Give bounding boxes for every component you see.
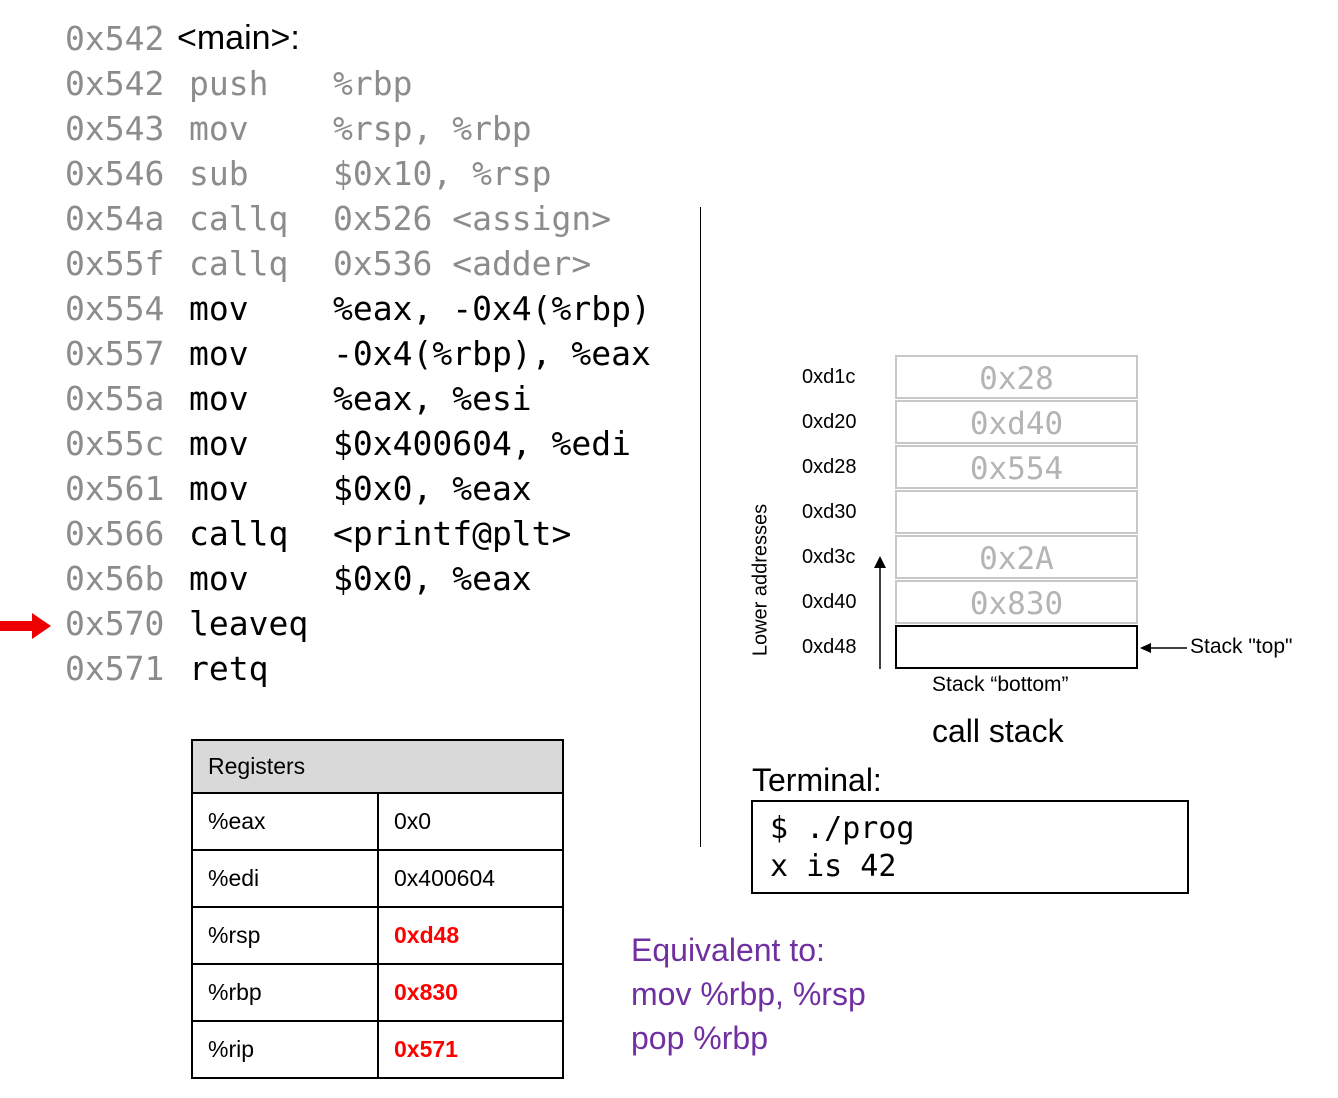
instruction-opcode: mov xyxy=(189,424,249,463)
stack-address: 0xd48 xyxy=(802,636,857,658)
instruction-address: 0x55a xyxy=(65,379,165,418)
instruction-address: 0x54a xyxy=(65,199,165,238)
instruction-opcode: mov xyxy=(189,559,249,598)
instruction-operands: %eax, %esi xyxy=(333,379,532,418)
instruction-address: 0x557 xyxy=(65,334,165,373)
register-name: %rsp xyxy=(191,906,379,965)
stack-address: 0xd40 xyxy=(802,591,857,613)
instruction-opcode: retq xyxy=(189,649,269,688)
instruction-operands: 0x536 <adder> xyxy=(333,244,592,283)
stack-cell: 0x554 xyxy=(895,445,1138,489)
instruction-opcode: leaveq xyxy=(189,604,309,643)
up-arrow-icon xyxy=(874,556,886,669)
register-value: 0x0 xyxy=(377,792,564,851)
instruction-address: 0x566 xyxy=(65,514,165,553)
call-stack-title: call stack xyxy=(932,713,1064,749)
instruction-opcode: mov xyxy=(189,109,249,148)
stack-cell: 0xd40 xyxy=(895,400,1138,444)
equivalent-line: pop %rbp xyxy=(631,1020,768,1056)
equivalent-line: mov %rbp, %rsp xyxy=(631,976,866,1012)
register-value: 0x400604 xyxy=(377,849,564,908)
equivalent-heading: Equivalent to: xyxy=(631,932,825,968)
instruction-address: 0x56b xyxy=(65,559,165,598)
function-label: <main>: xyxy=(177,19,300,57)
instruction-address: 0x561 xyxy=(65,469,165,508)
instruction-operands: %rbp xyxy=(333,64,413,103)
equivalent-note: Equivalent to: mov %rbp, %rsp pop %rbp xyxy=(631,928,866,1060)
registers-title: Registers xyxy=(191,739,564,794)
terminal-line: x is 42 xyxy=(770,849,897,884)
instruction-address: 0x571 xyxy=(65,649,165,688)
terminal-line: $ ./prog xyxy=(770,811,915,846)
registers-header-row: Registers xyxy=(191,739,564,794)
instruction-operands: %rsp, %rbp xyxy=(333,109,532,148)
instruction-operands: %eax, -0x4(%rbp) xyxy=(333,289,651,328)
instruction-address: 0x543 xyxy=(65,109,165,148)
register-name: %rbp xyxy=(191,963,379,1022)
stack-address: 0xd30 xyxy=(802,501,857,523)
lower-addresses-label: Lower addresses xyxy=(749,503,772,657)
instruction-operands: <printf@plt> xyxy=(333,514,572,553)
register-name: %eax xyxy=(191,792,379,851)
instruction-address: 0x546 xyxy=(65,154,165,193)
stack-top-arrow-icon xyxy=(1140,643,1187,653)
stack-bottom-label: Stack “bottom” xyxy=(932,673,1069,696)
instruction-operands: -0x4(%rbp), %eax xyxy=(333,334,651,373)
instruction-address: 0x542 xyxy=(65,64,165,103)
instruction-address: 0x570 xyxy=(65,604,165,643)
stack-cell xyxy=(895,625,1138,669)
stack-top-label: Stack "top" xyxy=(1190,635,1293,658)
instruction-opcode: callq xyxy=(189,244,289,283)
register-value: 0x830 xyxy=(377,963,564,1022)
instruction-address: 0x55c xyxy=(65,424,165,463)
stack-address: 0xd20 xyxy=(802,411,857,433)
instruction-address: 0x55f xyxy=(65,244,165,283)
stack-cell: 0x2A xyxy=(895,535,1138,579)
instruction-operands: $0x0, %eax xyxy=(333,469,532,508)
function-address: 0x542 xyxy=(65,19,165,58)
instruction-operands: $0x400604, %edi xyxy=(333,424,632,463)
stack-address: 0xd28 xyxy=(802,456,857,478)
instruction-opcode: callq xyxy=(189,199,289,238)
instruction-opcode: mov xyxy=(189,289,249,328)
instruction-opcode: mov xyxy=(189,469,249,508)
instruction-opcode: mov xyxy=(189,334,249,373)
register-value: 0xd48 xyxy=(377,906,564,965)
instruction-opcode: callq xyxy=(189,514,289,553)
register-value: 0x571 xyxy=(377,1020,564,1079)
stack-cell: 0x830 xyxy=(895,580,1138,624)
stack-address: 0xd1c xyxy=(802,366,856,388)
stack-cell: 0x28 xyxy=(895,355,1138,399)
instruction-opcode: mov xyxy=(189,379,249,418)
instruction-opcode: push xyxy=(189,64,269,103)
stack-cell xyxy=(895,490,1138,534)
current-instruction-arrow-icon xyxy=(0,613,51,639)
terminal-output: $ ./prog x is 42 xyxy=(751,800,1189,894)
instruction-opcode: sub xyxy=(189,154,249,193)
divider xyxy=(700,207,701,847)
register-name: %edi xyxy=(191,849,379,908)
stack-address: 0xd3c xyxy=(802,546,856,568)
instruction-address: 0x554 xyxy=(65,289,165,328)
instruction-operands: 0x526 <assign> xyxy=(333,199,612,238)
register-name: %rip xyxy=(191,1020,379,1079)
instruction-operands: $0x0, %eax xyxy=(333,559,532,598)
terminal-label: Terminal: xyxy=(752,762,882,798)
instruction-operands: $0x10, %rsp xyxy=(333,154,552,193)
